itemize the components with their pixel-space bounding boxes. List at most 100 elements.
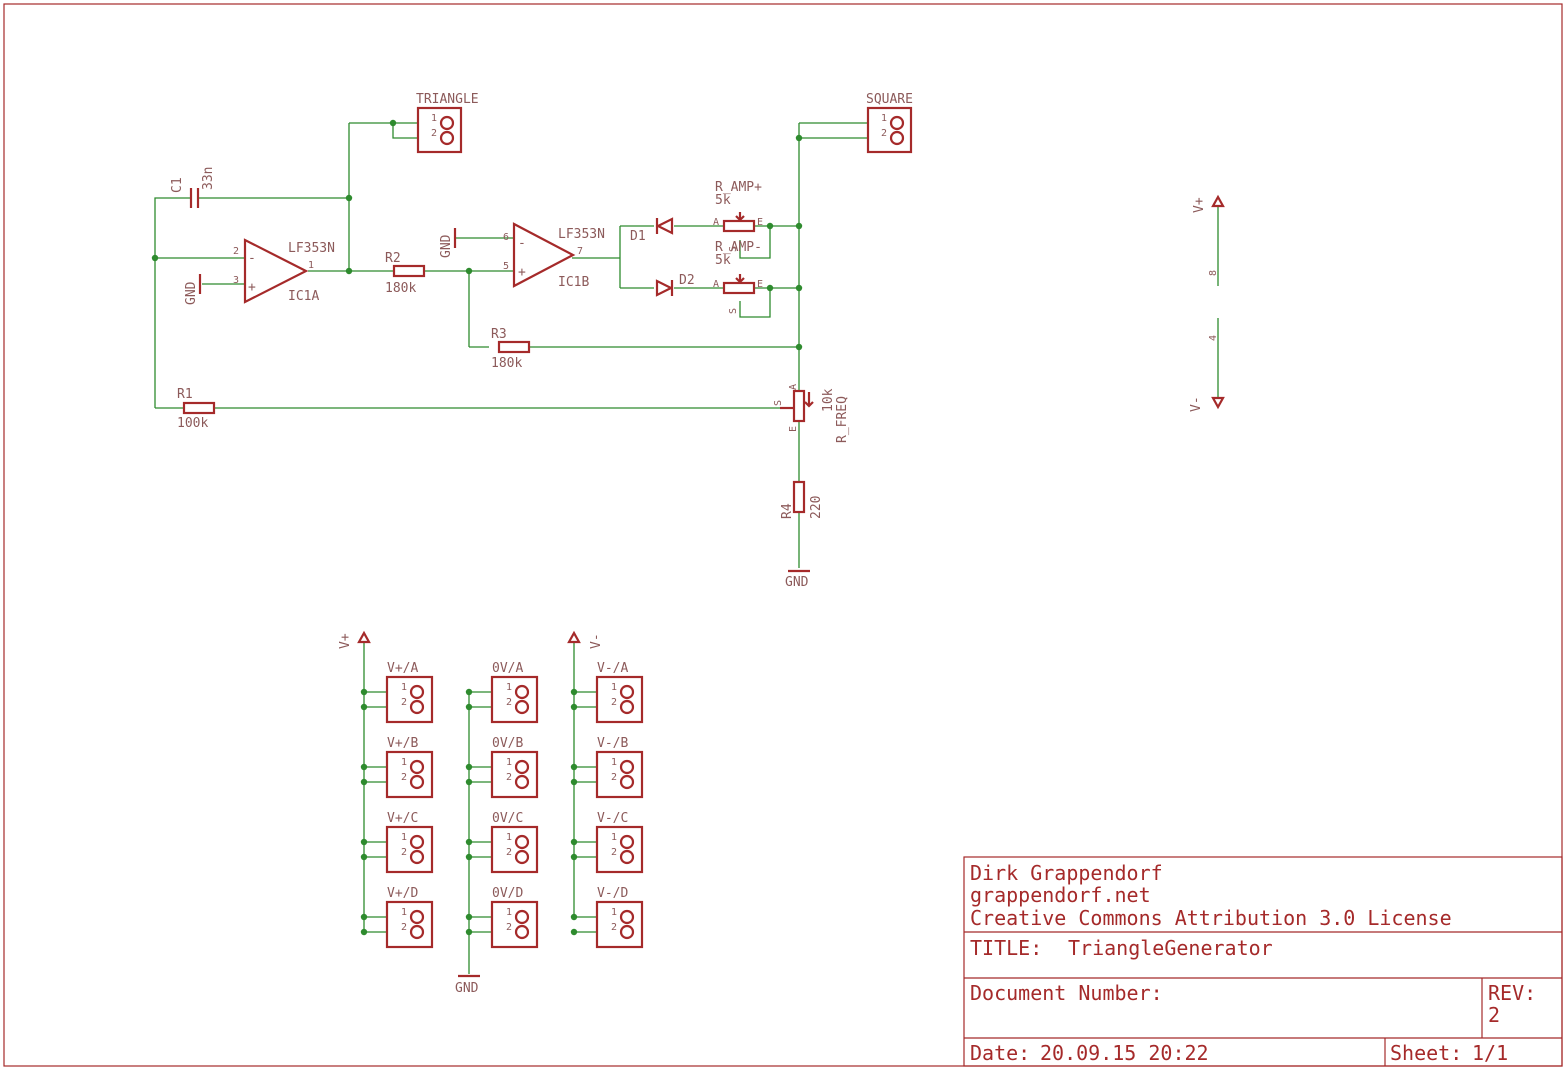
opamp-power-symbols bbox=[1211, 194, 1225, 410]
header-pin1: 1 bbox=[506, 682, 512, 693]
header-pin2: 2 bbox=[401, 847, 407, 858]
capacitor-c1 bbox=[189, 188, 200, 208]
diode-d1 bbox=[655, 217, 674, 235]
tb-website: grappendorf.net bbox=[970, 883, 1151, 907]
tb-rev-label: REV: bbox=[1488, 981, 1536, 1005]
pwr-vminus-label: V- bbox=[1189, 396, 1204, 412]
rfreq-name: R_FREQ bbox=[835, 396, 850, 443]
trimmer-ramp-minus bbox=[722, 274, 756, 295]
ramp-plus-pin-a: A bbox=[713, 217, 719, 228]
net-c1-left bbox=[154, 197, 190, 408]
supply-vplus-symbol bbox=[357, 630, 371, 644]
tb-title-value: TriangleGenerator bbox=[1068, 936, 1273, 960]
title-block: Dirk Grappendorf grappendorf.net Creativ… bbox=[963, 856, 1563, 1067]
supply-vplus-label: V+ bbox=[338, 633, 353, 649]
header-label: 0V/D bbox=[492, 886, 523, 901]
tb-date-value: 20.09.15 20:22 bbox=[1040, 1041, 1209, 1065]
tb-rev-value: 2 bbox=[1488, 1003, 1500, 1027]
header-vminus-c: 12V-/C bbox=[595, 811, 644, 874]
connector-triangle: 1 2 bbox=[416, 106, 463, 154]
gnd-label-ic1b: GND bbox=[439, 234, 454, 258]
header-label: V+/A bbox=[387, 661, 418, 676]
ramp-plus-name: R_AMP+ bbox=[715, 180, 762, 195]
ramp-plus-value: 5k bbox=[715, 193, 731, 208]
header-pin2: 2 bbox=[401, 922, 407, 933]
r4-value: 220 bbox=[809, 496, 824, 519]
triangle-pin1: 1 bbox=[431, 113, 437, 124]
sheet-frame bbox=[3, 3, 1563, 1067]
square-label: SQUARE bbox=[866, 92, 913, 107]
tb-title-label: TITLE: bbox=[970, 936, 1042, 960]
ic1a-plus: + bbox=[248, 280, 256, 295]
bus-junction-dots bbox=[360, 688, 578, 936]
r3-name: R3 bbox=[491, 327, 507, 342]
header-pin1: 1 bbox=[506, 757, 512, 768]
rfreq-pin-s: S bbox=[773, 400, 784, 406]
tb-sheet-value: 1/1 bbox=[1472, 1041, 1508, 1065]
ic1a-minus: - bbox=[248, 251, 256, 266]
header-label: V-/D bbox=[597, 886, 628, 901]
resistor-r2 bbox=[392, 264, 426, 278]
header-vplus-b: 12V+/B bbox=[385, 736, 434, 799]
header-vminus-d: 12V-/D bbox=[595, 886, 644, 949]
pwr-vplus-label: V+ bbox=[1192, 197, 1207, 213]
square-pin1: 1 bbox=[881, 113, 887, 124]
header-pin1: 1 bbox=[611, 682, 617, 693]
header-vminus-b: 1 2 V-/B bbox=[595, 736, 644, 799]
ramp-plus-pin-s: S bbox=[728, 246, 739, 252]
ic1b-name: IC1B bbox=[558, 275, 589, 290]
gnd-label-bus: GND bbox=[455, 981, 479, 996]
header-pin2: 2 bbox=[611, 772, 617, 783]
ic1a-name: IC1A bbox=[288, 289, 319, 304]
header-vplus-a: 12V+/A bbox=[385, 661, 434, 724]
square-pin2: 2 bbox=[881, 128, 887, 139]
header-pin1: 1 bbox=[401, 907, 407, 918]
ic1a-pin2: 2 bbox=[233, 246, 239, 257]
ramp-minus-pin-e: E bbox=[757, 279, 763, 290]
header-pin1: 1 bbox=[611, 757, 617, 768]
trimmer-ramp-plus bbox=[722, 212, 756, 233]
triangle-label: TRIANGLE bbox=[416, 92, 479, 107]
ic1a-value: LF353N bbox=[288, 241, 335, 256]
supply-header-nets bbox=[364, 691, 597, 933]
tb-doc-label: Document Number: bbox=[970, 981, 1163, 1005]
header-pin2: 2 bbox=[401, 772, 407, 783]
header-pin2: 2 bbox=[506, 697, 512, 708]
d2-name: D2 bbox=[679, 273, 695, 288]
header-pin2: 2 bbox=[506, 847, 512, 858]
r1-name: R1 bbox=[177, 387, 193, 402]
header-vplus-c: 12V+/C bbox=[385, 811, 434, 874]
ramp-minus-value: 5k bbox=[715, 253, 731, 268]
pot-rfreq bbox=[780, 389, 814, 423]
tb-sheet-label: Sheet: bbox=[1390, 1041, 1462, 1065]
ramp-minus-pin-s: S bbox=[728, 308, 739, 314]
ic1b-plus: + bbox=[518, 265, 526, 280]
header-pin1: 1 bbox=[506, 907, 512, 918]
header-pin2: 2 bbox=[611, 697, 617, 708]
resistor-r1 bbox=[182, 401, 216, 415]
header-label: V+/C bbox=[387, 811, 418, 826]
header-pin2: 2 bbox=[611, 847, 617, 858]
supply-vminus-label: V- bbox=[589, 633, 604, 649]
header-label: 0V/B bbox=[492, 736, 523, 751]
c1-name: C1 bbox=[170, 177, 185, 193]
header-label: V+/D bbox=[387, 886, 418, 901]
ic1b-value: LF353N bbox=[558, 227, 605, 242]
rfreq-value: 10k bbox=[821, 388, 836, 412]
connector-square: 1 2 bbox=[866, 106, 913, 154]
ic1b-pin5: 5 bbox=[503, 261, 509, 272]
supply-headers: 12V+/A12V+/B12V+/C12V+/D120V/A120V/B120V… bbox=[385, 661, 644, 949]
header-label: V-/B bbox=[597, 736, 628, 751]
r1-value: 100k bbox=[177, 416, 208, 431]
c1-value: 33n bbox=[201, 167, 216, 190]
rfreq-pin-a: A bbox=[788, 384, 799, 390]
triangle-pin2: 2 bbox=[431, 128, 437, 139]
header-pin2: 2 bbox=[401, 697, 407, 708]
supply-vminus-symbol bbox=[567, 630, 581, 644]
opamp-ic1a bbox=[243, 238, 309, 304]
r2-value: 180k bbox=[385, 281, 416, 296]
header-pin2: 2 bbox=[611, 922, 617, 933]
